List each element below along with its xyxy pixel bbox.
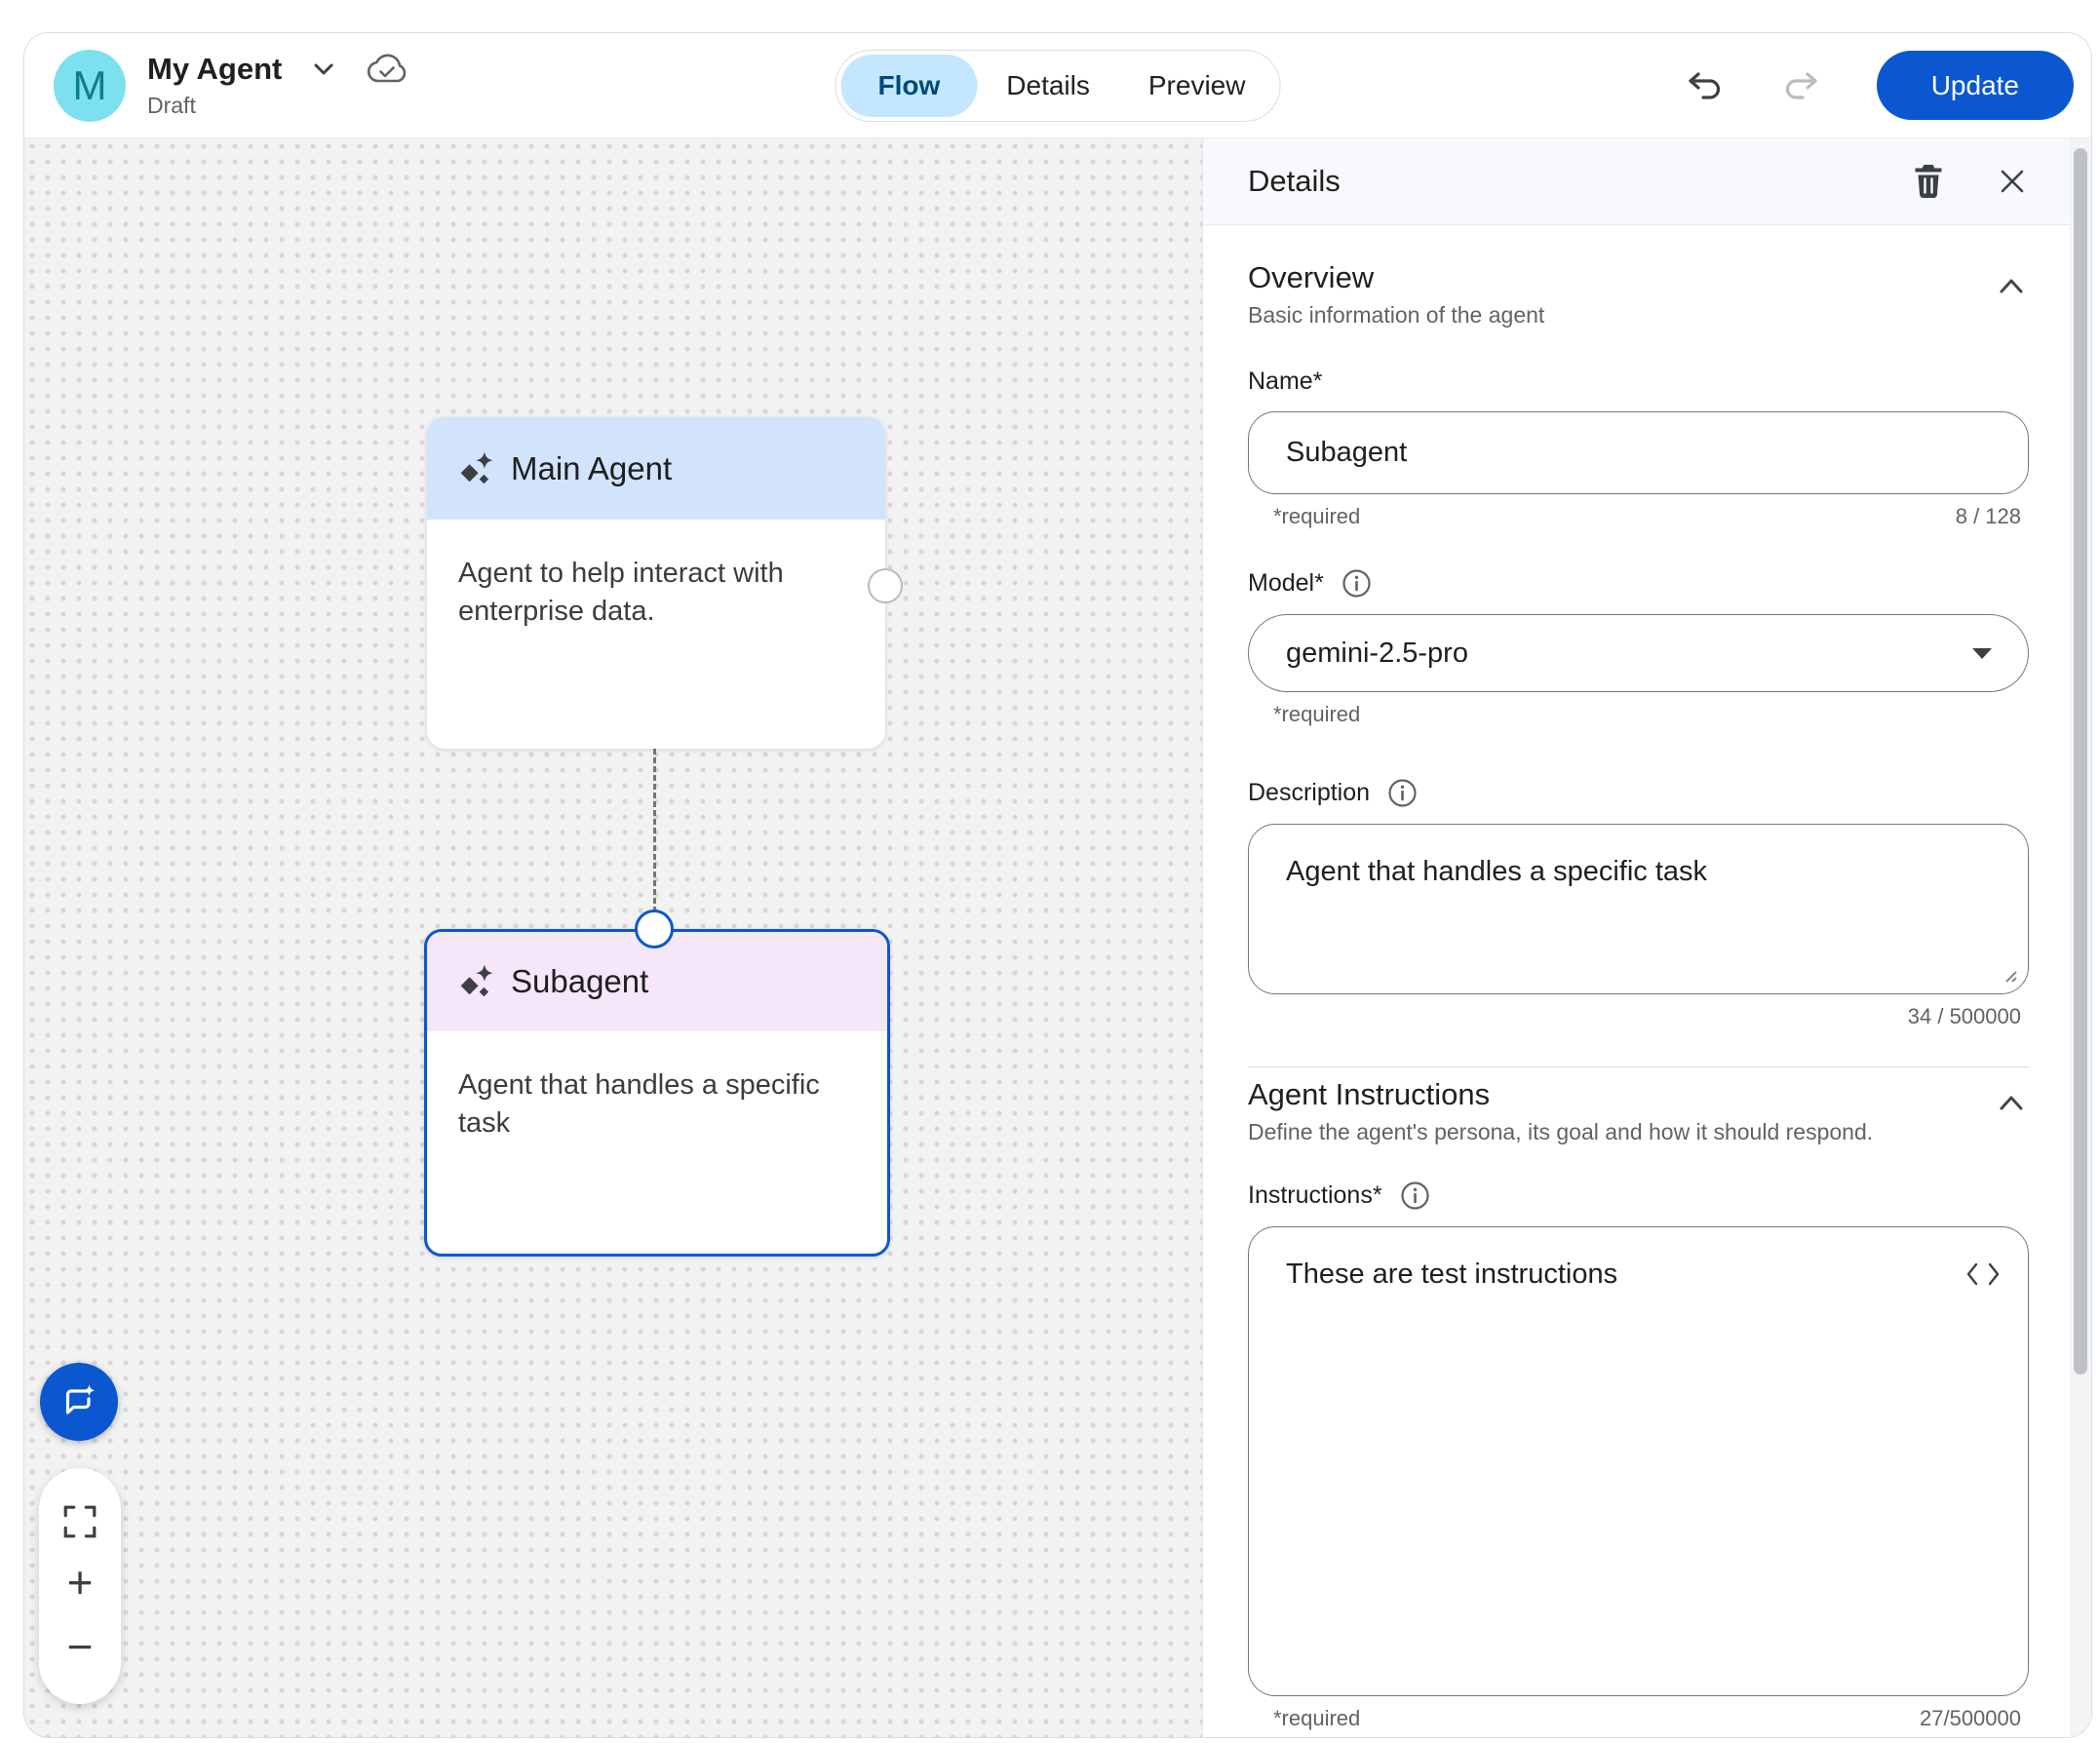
model-select[interactable]: gemini-2.5-pro <box>1248 614 2029 692</box>
trash-icon <box>1912 163 1945 200</box>
description-textarea[interactable] <box>1248 824 2029 994</box>
model-select-value: gemini-2.5-pro <box>1286 637 1468 669</box>
agent-title: My Agent <box>147 52 283 86</box>
section-divider <box>1248 1066 2029 1067</box>
dropdown-caret-icon <box>1969 644 1995 662</box>
view-tab-group: Flow Details Preview <box>835 49 1281 122</box>
cloud-done-icon <box>366 53 408 86</box>
chevron-up-icon <box>1994 1091 2029 1114</box>
chat-sparkle-icon <box>58 1380 100 1423</box>
name-field-label: Name* <box>1248 368 1323 395</box>
tab-details[interactable]: Details <box>977 55 1119 117</box>
close-icon <box>1996 165 2029 198</box>
name-input[interactable] <box>1248 411 2029 494</box>
agent-connection-edge <box>653 749 656 930</box>
agent-identity: M My Agent <box>54 49 408 122</box>
node-description: Agent that handles a specific task <box>458 1069 820 1140</box>
avatar: M <box>54 49 126 122</box>
instructions-section-title: Agent Instructions <box>1248 1077 1491 1111</box>
redo-button[interactable] <box>1781 68 1820 103</box>
overview-section-title: Overview <box>1248 260 1375 294</box>
fullscreen-icon <box>61 1503 98 1540</box>
tab-flow[interactable]: Flow <box>840 54 978 117</box>
sparkle-icon <box>458 963 495 1000</box>
details-panel: Details <box>1202 138 2091 1737</box>
undo-button[interactable] <box>1686 68 1725 103</box>
name-char-counter: 8 / 128 <box>1955 504 2021 528</box>
zoom-out-icon: − <box>66 1621 94 1672</box>
node-subagent[interactable]: Subagent Agent that handles a specific t… <box>424 929 890 1257</box>
overview-section-subtitle: Basic information of the agent <box>1248 302 1545 328</box>
node-title: Main Agent <box>511 449 673 486</box>
redo-icon <box>1781 68 1820 103</box>
instructions-char-counter: 27/500000 <box>1920 1706 2021 1730</box>
top-bar: M My Agent <box>24 33 2091 138</box>
node-main-agent[interactable]: Main Agent Agent to help interact with e… <box>427 417 885 749</box>
model-field-label: Model* <box>1248 569 1324 597</box>
node-description: Agent to help interact with enterprise d… <box>458 558 784 628</box>
details-panel-content[interactable]: Overview Basic information of the agent … <box>1203 225 2091 1737</box>
model-required-hint: *required <box>1273 702 1361 726</box>
instructions-field-label: Instructions* <box>1248 1181 1382 1209</box>
panel-title: Details <box>1248 164 1341 198</box>
panel-scrollbar-thumb[interactable] <box>2074 148 2087 1375</box>
flow-canvas[interactable]: Main Agent Agent to help interact with e… <box>24 138 1202 1737</box>
connector-port-selected[interactable] <box>635 910 674 949</box>
resize-handle-icon[interactable] <box>2000 965 2019 985</box>
connector-port[interactable] <box>868 568 903 603</box>
panel-scrollbar[interactable] <box>2070 138 2091 1737</box>
description-field-label: Description <box>1248 779 1371 806</box>
info-icon[interactable] <box>1342 568 1372 599</box>
sparkle-icon <box>458 450 495 487</box>
zoom-out-button[interactable]: − <box>67 1624 94 1669</box>
update-button[interactable]: Update <box>1876 51 2074 120</box>
info-icon[interactable] <box>1387 778 1418 808</box>
fit-view-button[interactable] <box>61 1503 98 1540</box>
instructions-required-hint: *required <box>1273 1706 1361 1730</box>
name-required-hint: *required <box>1273 504 1361 528</box>
close-panel-button[interactable] <box>1996 165 2029 198</box>
instructions-textarea[interactable] <box>1248 1226 2029 1696</box>
tab-preview[interactable]: Preview <box>1119 55 1275 117</box>
delete-node-button[interactable] <box>1912 163 1945 200</box>
node-title: Subagent <box>511 963 649 999</box>
chevron-up-icon <box>1994 274 2029 297</box>
instructions-section-subtitle: Define the agent's persona, its goal and… <box>1248 1119 1874 1144</box>
details-panel-header: Details <box>1203 138 2091 225</box>
status-badge: Draft <box>147 93 196 118</box>
code-icon <box>1964 1259 2002 1289</box>
chevron-down-icon <box>307 53 340 86</box>
app-window: M My Agent <box>23 32 2092 1738</box>
description-char-counter: 34 / 500000 <box>1907 1004 2021 1028</box>
instructions-collapse-button[interactable] <box>1994 1091 2029 1114</box>
overview-collapse-button[interactable] <box>1994 274 2029 297</box>
canvas-zoom-controls: + − <box>39 1468 121 1704</box>
code-view-button[interactable] <box>1964 1259 2002 1289</box>
undo-icon <box>1686 68 1725 103</box>
agent-menu-button[interactable] <box>307 53 340 86</box>
zoom-in-button[interactable]: + <box>67 1560 94 1605</box>
info-icon[interactable] <box>1400 1181 1430 1211</box>
chat-assist-button[interactable] <box>40 1363 118 1441</box>
zoom-in-icon: + <box>66 1557 94 1607</box>
